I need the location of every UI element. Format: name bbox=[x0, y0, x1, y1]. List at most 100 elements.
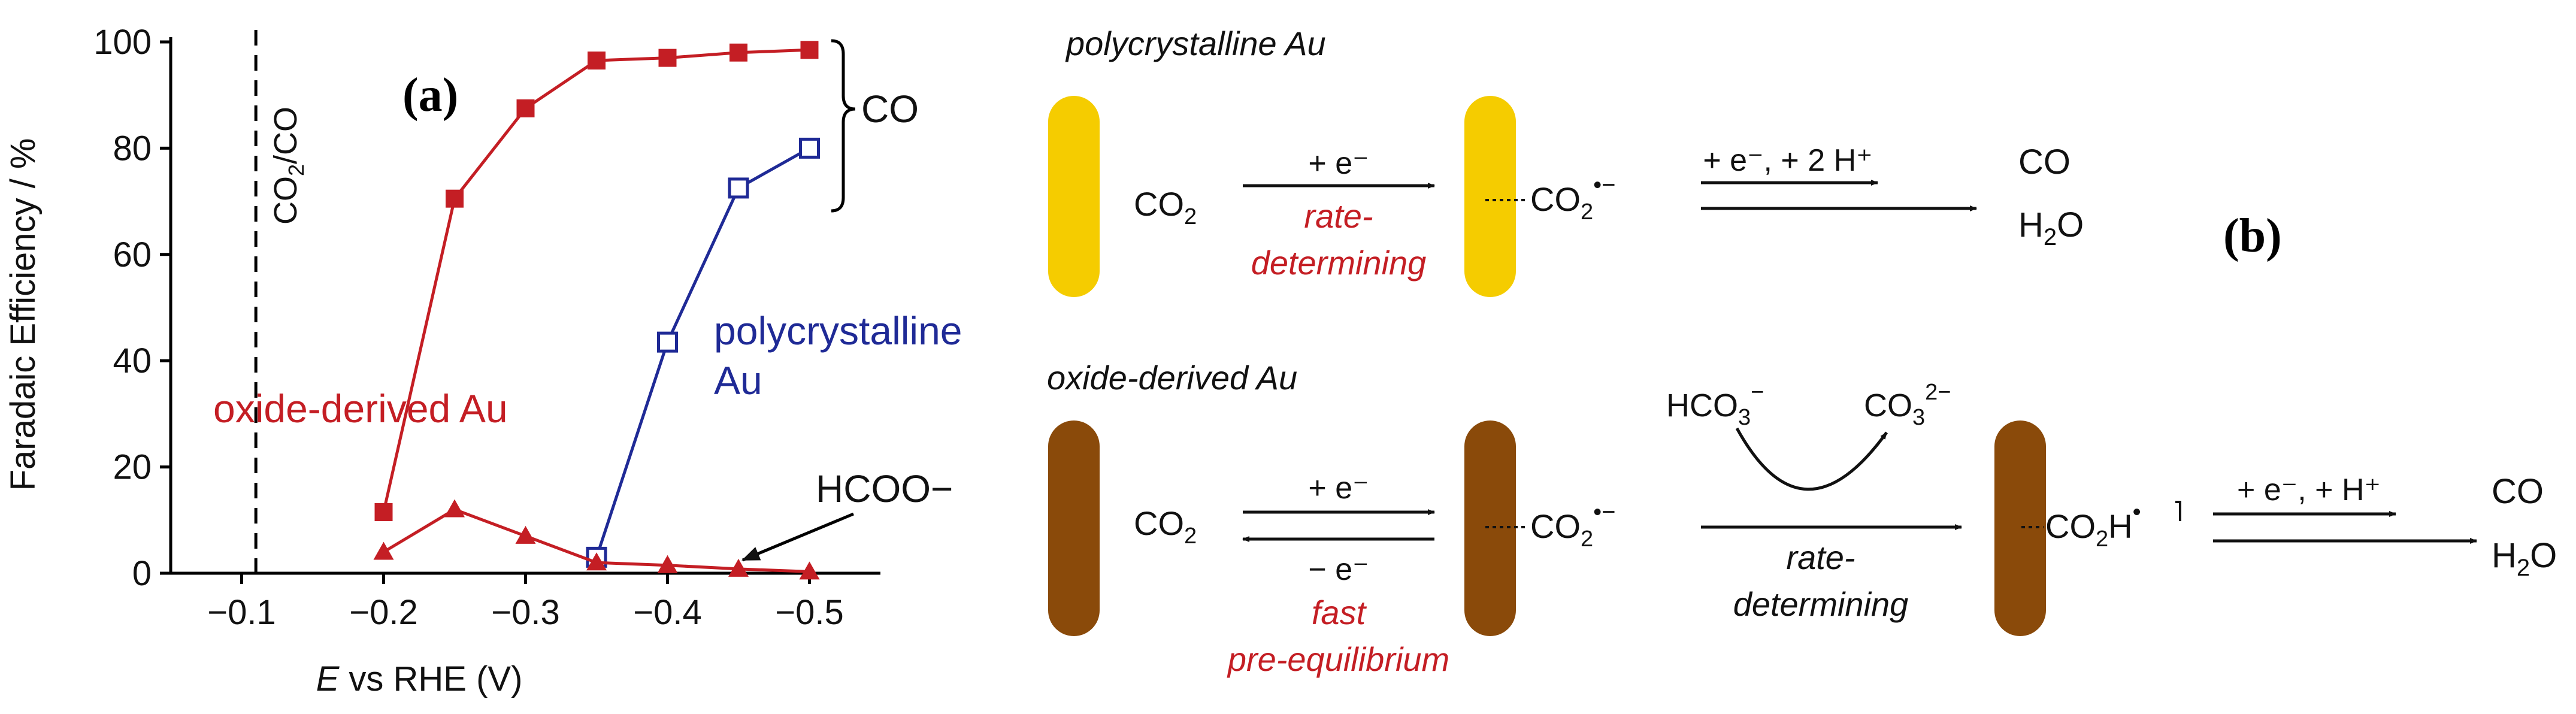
oxide-scheme-title: oxide-derived Au bbox=[1047, 359, 1297, 397]
panel-b-scheme: (b) polycrystalline Au CO2 + e⁻ rate- de… bbox=[1047, 25, 2557, 678]
x-tick-label: −0.4 bbox=[633, 593, 702, 632]
y-ticks: 0 20 40 60 80 100 bbox=[93, 23, 171, 593]
co3-main: CO bbox=[1864, 388, 1912, 423]
poly-water-sub: 2 bbox=[2044, 224, 2057, 250]
oxide-co2-sub: 2 bbox=[1184, 524, 1197, 549]
data-point bbox=[729, 43, 747, 62]
oxide-co2r-sub: 2 bbox=[1581, 527, 1593, 552]
data-point bbox=[800, 41, 819, 59]
poly-product-co: CO bbox=[2018, 143, 2071, 181]
brown-electrode-3 bbox=[1994, 420, 2046, 636]
x-tick-label: −0.3 bbox=[491, 593, 560, 632]
y-tick-label: 80 bbox=[113, 129, 152, 168]
oxide-water-sub: 2 bbox=[2517, 555, 2530, 581]
panel-a-label: (a) bbox=[402, 69, 458, 122]
y-tick-label: 20 bbox=[113, 448, 152, 487]
oxide-co2-reactant: CO2 bbox=[1134, 504, 1197, 549]
series-2 bbox=[373, 499, 820, 580]
oxide-water-o: O bbox=[2530, 536, 2557, 575]
data-point bbox=[515, 525, 536, 544]
poly-co2r-main: CO bbox=[1530, 180, 1581, 218]
co-bracket-label: CO bbox=[861, 87, 919, 131]
gold-electrode-2 bbox=[1464, 96, 1516, 297]
data-point bbox=[657, 555, 678, 573]
data-point bbox=[657, 331, 678, 353]
data-point bbox=[728, 558, 749, 577]
x-tick-label: −0.1 bbox=[207, 593, 276, 632]
x-tick-label: −0.2 bbox=[349, 593, 418, 632]
equilibrium-label-sub: 2 bbox=[284, 164, 308, 176]
panel-b-label: (b) bbox=[2223, 210, 2282, 262]
series-layer bbox=[373, 41, 820, 580]
oxide-co2r-main: CO bbox=[1530, 507, 1581, 545]
data-point bbox=[516, 99, 535, 117]
series-line bbox=[595, 147, 810, 558]
poly-co2-radical: CO2•− bbox=[1530, 172, 1616, 225]
oxide-co2r-sup: •− bbox=[1593, 499, 1615, 525]
oxide-water-h: H bbox=[2492, 536, 2517, 575]
hco3-main: HCO bbox=[1666, 388, 1738, 423]
equilibrium-label-main: CO bbox=[268, 176, 304, 225]
data-point bbox=[444, 499, 465, 518]
proton-transfer-curved-arrow bbox=[1735, 427, 1888, 491]
co3-sub: 3 bbox=[1912, 405, 1925, 430]
oxide-determining-label: determining bbox=[1733, 585, 1909, 623]
co3-sup: 2− bbox=[1925, 380, 1951, 405]
poly-product-water: H2O bbox=[2018, 205, 2084, 250]
y-tick-label: 0 bbox=[132, 554, 152, 593]
oxide-product-water: H2O bbox=[2492, 536, 2557, 581]
hcoo-label: HCOO− bbox=[816, 467, 953, 510]
data-point bbox=[799, 137, 820, 159]
x-axis-title-rest: vs RHE (V) bbox=[339, 659, 522, 698]
carboxyl-bracket bbox=[2175, 501, 2181, 521]
gold-electrode-1 bbox=[1048, 96, 1100, 297]
series-0 bbox=[374, 41, 819, 521]
x-axis-title-italic: E bbox=[316, 659, 340, 698]
brown-electrode-1 bbox=[1048, 420, 1100, 636]
hco3-sub: 3 bbox=[1738, 405, 1751, 430]
poly-scheme-title: polycrystalline Au bbox=[1065, 25, 1326, 62]
data-point bbox=[586, 552, 607, 571]
x-ticks: −0.1−0.2−0.3−0.4−0.5 bbox=[207, 573, 844, 632]
oxide-rate-label: rate- bbox=[1786, 538, 1855, 576]
brown-electrode-2 bbox=[1464, 420, 1516, 636]
oxide-co2-main: CO bbox=[1134, 504, 1184, 542]
oxide-forward-reagent: + e⁻ bbox=[1308, 471, 1369, 506]
y-tick-label: 40 bbox=[113, 341, 152, 380]
poly-step1-reagent: + e⁻ bbox=[1308, 146, 1369, 181]
poly-step2-reagent: + e⁻, + 2 H⁺ bbox=[1703, 143, 1872, 178]
poly-co2-sub: 2 bbox=[1184, 204, 1197, 229]
oxide-product-co: CO bbox=[2492, 472, 2544, 511]
y-tick-label: 100 bbox=[93, 23, 152, 62]
cooh-sub: 2 bbox=[2096, 527, 2108, 552]
bicarbonate-label: HCO3− bbox=[1666, 380, 1764, 430]
data-point bbox=[374, 503, 393, 521]
x-axis-title: E vs RHE (V) bbox=[316, 659, 523, 698]
poly-series-label-line2: Au bbox=[714, 358, 762, 403]
poly-co2-main: CO bbox=[1134, 185, 1184, 223]
oxide-reverse-reagent: − e⁻ bbox=[1308, 552, 1369, 587]
poly-co2r-sup: •− bbox=[1593, 172, 1615, 198]
oxide-series-label: oxide-derived Au bbox=[213, 386, 508, 431]
cooh-h: H bbox=[2108, 507, 2132, 545]
data-point bbox=[658, 49, 677, 67]
poly-water-o: O bbox=[2057, 205, 2084, 244]
poly-rate-label: rate- bbox=[1304, 197, 1373, 235]
equilibrium-label: CO2/CO bbox=[268, 107, 308, 225]
y-tick-label: 60 bbox=[113, 235, 152, 274]
cooh-sup: • bbox=[2133, 499, 2141, 525]
carboxyl-intermediate: CO2H• bbox=[2045, 499, 2141, 552]
hco3-sup: − bbox=[1751, 380, 1764, 405]
oxide-co2-radical: CO2•− bbox=[1530, 499, 1616, 552]
data-point bbox=[799, 561, 820, 580]
data-point bbox=[446, 189, 464, 208]
y-axis-title: Faradaic Efficiency / % bbox=[4, 138, 43, 491]
poly-determining-label: determining bbox=[1251, 244, 1427, 282]
hcoo-arrow bbox=[741, 512, 854, 562]
poly-co2r-sub: 2 bbox=[1581, 199, 1593, 225]
carbonate-label: CO32− bbox=[1864, 380, 1951, 430]
pre-equilibrium-label: pre-equilibrium bbox=[1227, 640, 1449, 678]
